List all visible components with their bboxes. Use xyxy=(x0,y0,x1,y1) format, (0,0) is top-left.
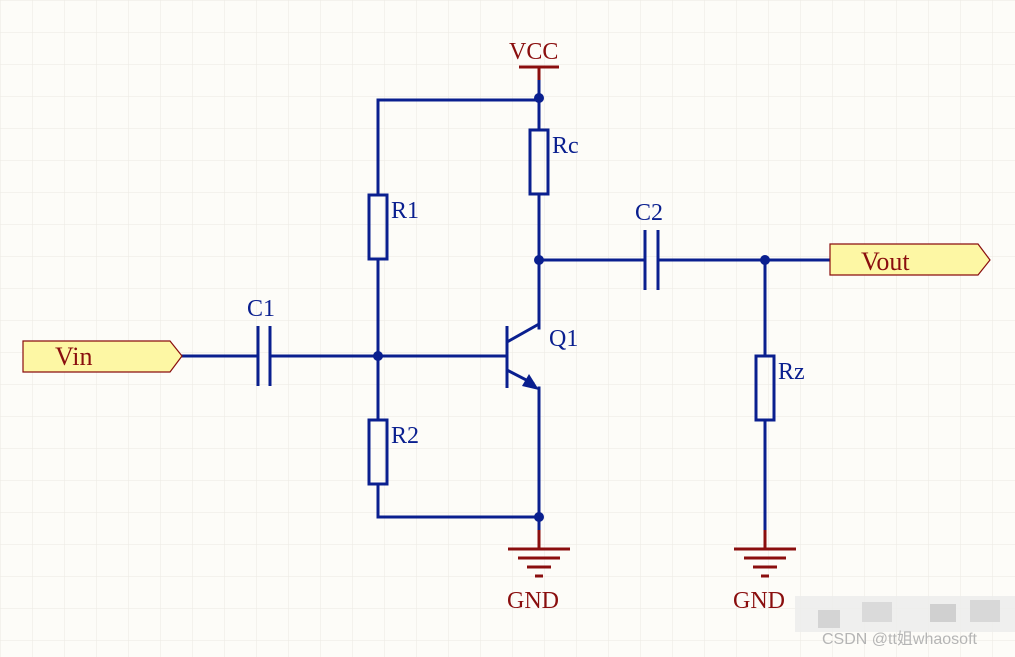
junction-base xyxy=(373,351,383,361)
capacitor-c2 xyxy=(635,230,668,290)
resistor-rz xyxy=(754,354,776,422)
vcc-symbol xyxy=(519,65,559,80)
label-rz: Rz xyxy=(778,359,805,385)
resistor-rc xyxy=(528,128,550,196)
capacitor-c1 xyxy=(248,326,280,386)
junction-emitter xyxy=(534,512,544,522)
watermark: CSDN @tt姐whaosoft xyxy=(795,596,1015,648)
gnd-symbol-right xyxy=(734,530,796,578)
emitter-arrow xyxy=(522,374,539,390)
label-gnd-right: GND xyxy=(733,588,785,614)
port-vout-label: Vout xyxy=(861,247,910,276)
wire-bottom xyxy=(376,482,541,519)
label-gnd-left: GND xyxy=(507,588,559,614)
junction-vcc xyxy=(534,93,544,103)
label-c2: C2 xyxy=(635,200,663,226)
label-q1: Q1 xyxy=(549,326,578,352)
junction-output xyxy=(760,255,770,265)
label-c1: C1 xyxy=(247,296,275,322)
junction-collector xyxy=(534,255,544,265)
port-vin-label: Vin xyxy=(55,342,92,371)
transistor-q1 xyxy=(505,322,540,390)
port-vout-shape xyxy=(829,243,991,276)
port-vin-shape xyxy=(22,340,183,373)
label-rc: Rc xyxy=(552,133,579,159)
label-r1: R1 xyxy=(391,198,419,224)
junctions xyxy=(373,93,770,522)
label-vcc: VCC xyxy=(509,39,558,65)
gnd-symbol-left xyxy=(508,530,570,578)
watermark-text: CSDN @tt姐whaosoft xyxy=(822,630,978,648)
resistor-r1 xyxy=(367,193,389,261)
resistor-r2 xyxy=(367,418,389,486)
label-r2: R2 xyxy=(391,423,419,449)
